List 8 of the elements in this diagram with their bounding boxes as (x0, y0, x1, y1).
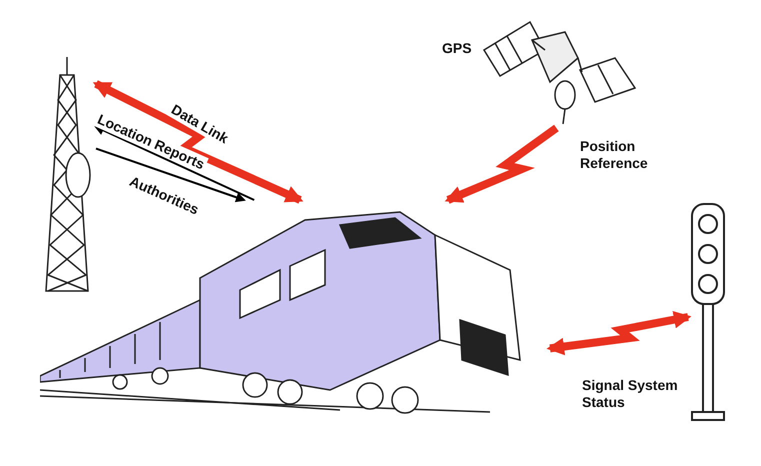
edge-label: Signal System Status (581, 377, 679, 411)
arrow (94, 126, 255, 201)
satellite-label: GPS (442, 40, 472, 56)
edge-label: Position Reference (579, 138, 649, 172)
lightning-arrow (444, 124, 559, 204)
lightning-arrow (92, 80, 304, 204)
lightning-arrow (546, 311, 692, 356)
arrow (96, 148, 246, 202)
